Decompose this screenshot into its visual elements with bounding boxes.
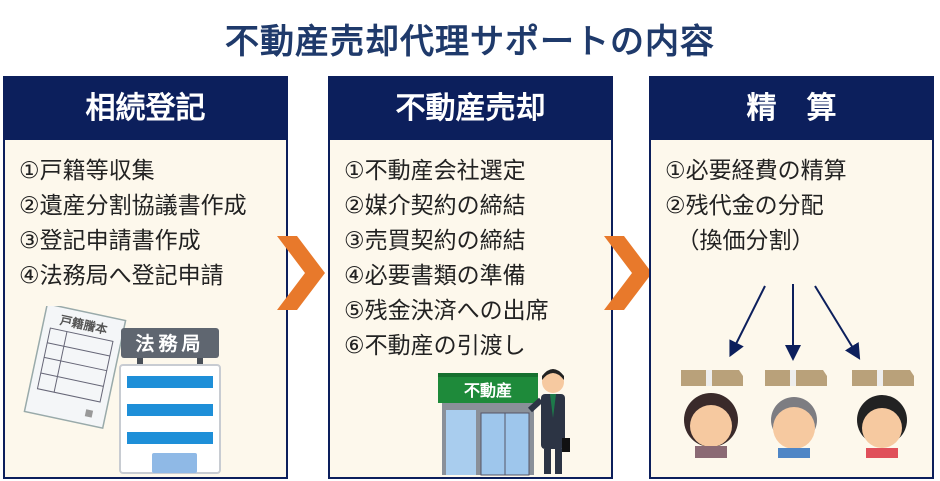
arrow-down-right-icon <box>814 285 861 360</box>
list-item: ①戸籍等収集 <box>19 158 155 184</box>
list-item: ①不動産会社選定 <box>344 158 526 184</box>
list-item: ③売買契約の締結 <box>344 228 526 254</box>
money-stack-icon <box>765 370 827 386</box>
page-title: 不動産売却代理サポートの内容 <box>225 22 715 62</box>
family-register-document-icon: 戸籍謄本 <box>23 306 127 430</box>
step-box-inheritance-registration: 相続登記 ①戸籍等収集 ②遺産分割協議書作成 ③登記申請書作成 ④法務局へ登記申… <box>3 76 288 479</box>
heir-woman-avatar <box>684 393 738 458</box>
arrow-down-left-icon <box>729 285 766 358</box>
step-items: ①必要経費の精算 ②残代金の分配 （換価分割） <box>665 154 847 259</box>
heir-man-avatar <box>771 397 817 458</box>
list-item: ④法務局へ登記申請 <box>19 263 224 289</box>
list-item: ①必要経費の精算 <box>665 158 847 184</box>
real-estate-office-icon: 不動産 <box>438 369 570 476</box>
sales-agent-icon <box>527 369 570 474</box>
list-item: ⑤残金決済への出席 <box>344 298 549 324</box>
list-item: ③登記申請書作成 <box>19 228 201 254</box>
list-item: ②媒介契約の締結 <box>344 193 526 219</box>
step-items: ①不動産会社選定 ②媒介契約の締結 ③売買契約の締結 ④必要書類の準備 ⑤残金決… <box>344 154 549 364</box>
step-heading: 不動産売却 <box>330 78 611 140</box>
chevron-right-icon <box>277 236 325 310</box>
list-item: ⑥不動産の引渡し <box>344 333 526 359</box>
money-stack-icon <box>852 370 914 386</box>
money-stack-icon <box>681 370 743 386</box>
legal-affairs-bureau-building-icon: 法務局 <box>119 328 221 474</box>
shop-sign: 不動産 <box>464 381 512 400</box>
list-item: （換価分割） <box>665 228 815 254</box>
step-heading: 相続登記 <box>5 78 286 140</box>
distribution-illustration <box>681 284 914 458</box>
list-item: ②遺産分割協議書作成 <box>19 193 247 219</box>
heir-woman-avatar <box>857 395 907 458</box>
step-box-real-estate-sale: 不動産売却 ①不動産会社選定 ②媒介契約の締結 ③売買契約の締結 ④必要書類の準… <box>328 76 613 479</box>
step-heading: 精 算 <box>651 78 932 140</box>
chevron-right-icon <box>604 236 652 310</box>
building-sign: 法務局 <box>135 332 204 355</box>
list-item: ②残代金の分配 <box>665 193 824 219</box>
step-items: ①戸籍等収集 ②遺産分割協議書作成 ③登記申請書作成 ④法務局へ登記申請 <box>19 154 247 294</box>
step-box-settlement: 精 算 ①必要経費の精算 ②残代金の分配 （換価分割） <box>649 76 934 479</box>
list-item: ④必要書類の準備 <box>344 263 526 289</box>
